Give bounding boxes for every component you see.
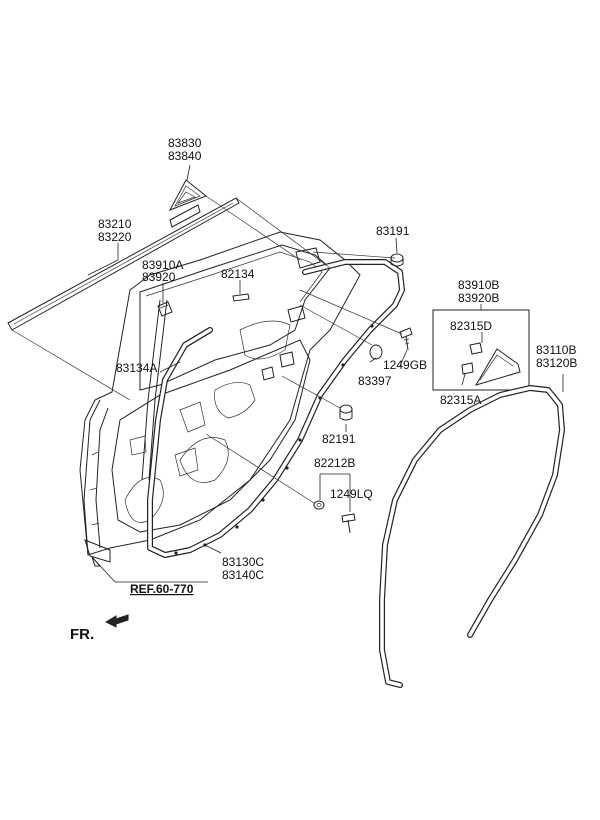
screw-1249gb	[399, 327, 413, 351]
label-82134: 82134	[221, 267, 255, 281]
label-83134a: 83134A	[116, 361, 157, 375]
label-1249lq: 1249LQ	[330, 487, 373, 501]
front-direction-label: FR.	[70, 626, 94, 643]
washer-82212b	[313, 500, 325, 510]
label-83120b: 83120B	[536, 356, 577, 370]
bumper-82191	[339, 404, 353, 421]
ref-arrow	[91, 556, 208, 583]
label-82191: 82191	[322, 432, 356, 446]
label-82212b: 82212B	[314, 456, 355, 470]
leader-lines	[11, 164, 564, 554]
delta-cover	[168, 179, 207, 211]
label-83397: 83397	[358, 374, 392, 388]
screw-1249lq	[341, 513, 356, 534]
label-83140c: 83140C	[222, 568, 264, 582]
label-83210: 83210	[98, 217, 132, 231]
front-arrow-icon	[104, 614, 129, 628]
label-83920b: 83920B	[458, 291, 499, 305]
label-82315a: 82315A	[440, 393, 481, 407]
clip-83910a	[157, 301, 173, 317]
label-82315d: 82315D	[450, 319, 492, 333]
door-panel	[79, 231, 361, 563]
label-83130c: 83130C	[222, 555, 264, 569]
body-weatherstrip	[379, 385, 565, 688]
label-83920: 83920	[142, 270, 176, 284]
label-83191: 83191	[376, 224, 410, 238]
reference-link[interactable]: REF.60-770	[130, 582, 194, 596]
pad-82134	[232, 293, 250, 302]
label-83910b: 83910B	[458, 278, 499, 292]
label-83220: 83220	[98, 230, 132, 244]
door-seal	[147, 259, 405, 558]
label-1249gb: 1249GB	[383, 358, 427, 372]
label-83110b: 83110B	[536, 343, 576, 357]
label-83910a: 83910A	[142, 258, 183, 272]
label-83840: 83840	[168, 149, 202, 163]
plug-83397	[369, 344, 383, 360]
window-molding	[7, 197, 240, 331]
label-83830: 83830	[168, 136, 202, 150]
